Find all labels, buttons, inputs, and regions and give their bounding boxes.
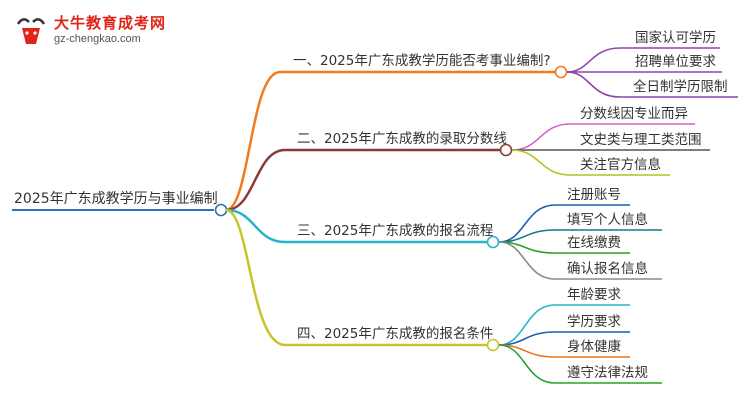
- leaf-3-2-label: 填写个人信息: [567, 211, 648, 228]
- leaf-1-2[interactable]: 招聘单位要求: [620, 54, 722, 73]
- leaf-2-3[interactable]: 关注官方信息: [570, 156, 670, 176]
- bull-logo-icon: [16, 18, 46, 44]
- branch-2-connector: [225, 148, 286, 212]
- root-node[interactable]: 2025年广东成教学历与事业编制: [12, 191, 228, 217]
- root-label: 2025年广东成教学历与事业编制: [14, 191, 218, 207]
- leaf-1-3-connector: [566, 71, 621, 98]
- branch-1-toggle[interactable]: [554, 65, 568, 79]
- site-logo[interactable]: 大牛教育成考网 gz-chengkao.com: [8, 10, 178, 54]
- leaf-4-2-label: 学历要求: [567, 314, 621, 330]
- leaf-2-3-connector: [511, 149, 571, 176]
- logo-title: 大牛教育成考网: [54, 14, 167, 32]
- leaf-3-2[interactable]: 填写个人信息: [555, 211, 662, 231]
- leaf-2-3-label: 关注官方信息: [580, 156, 661, 173]
- branch-4-label: 四、2025年广东成教的报名条件: [297, 325, 493, 342]
- leaf-3-1-label: 注册账号: [567, 187, 621, 203]
- leaf-3-1-connector: [498, 204, 556, 243]
- branch-2-label: 二、2025年广东成教的录取分数线: [297, 131, 507, 147]
- leaf-3-1[interactable]: 注册账号: [555, 187, 630, 206]
- leaf-3-4-label: 确认报名信息: [567, 260, 648, 277]
- leaf-2-1-label: 分数线因专业而异: [580, 106, 688, 122]
- leaf-4-3[interactable]: 身体健康: [555, 338, 630, 358]
- branch-1-label: 一、2025年广东成教学历能否考事业编制?: [293, 53, 551, 69]
- logo-url: gz-chengkao.com: [54, 33, 141, 45]
- branch-4[interactable]: 四、2025年广东成教的报名条件: [285, 325, 500, 352]
- leaf-4-1-connector: [498, 304, 556, 346]
- leaf-1-1-connector: [566, 47, 621, 73]
- branch-3-label: 三、2025年广东成教的报名流程: [297, 223, 493, 239]
- leaf-4-4-connector: [498, 344, 556, 384]
- leaf-1-3-label: 全日制学历限制: [633, 78, 728, 95]
- leaf-4-4-label: 遵守法律法规: [567, 364, 648, 381]
- branch-3-connector: [225, 208, 286, 244]
- branch-3-toggle[interactable]: [486, 235, 500, 249]
- root-toggle[interactable]: [214, 203, 228, 217]
- branch-2[interactable]: 二、2025年广东成教的录取分数线: [285, 131, 513, 157]
- leaf-1-2-label: 招聘单位要求: [635, 54, 716, 70]
- leaf-4-1-label: 年龄要求: [567, 287, 621, 303]
- leaf-2-2-label: 文史类与理工类范围: [580, 132, 702, 148]
- leaf-2-2[interactable]: 文史类与理工类范围: [570, 132, 710, 151]
- leaf-4-4[interactable]: 遵守法律法规: [555, 364, 662, 384]
- branch-4-toggle[interactable]: [486, 338, 500, 352]
- leaf-3-4-connector: [498, 241, 556, 280]
- leaf-2-1[interactable]: 分数线因专业而异: [570, 106, 695, 125]
- leaf-4-1[interactable]: 年龄要求: [555, 287, 630, 306]
- leaf-1-3[interactable]: 全日制学历限制: [620, 78, 738, 98]
- branch-2-toggle[interactable]: [499, 143, 513, 157]
- branch-4-connector: [225, 208, 286, 347]
- leaf-1-1-label: 国家认可学历: [635, 29, 716, 46]
- leaf-3-3[interactable]: 在线缴费: [555, 235, 630, 254]
- leaf-3-4[interactable]: 确认报名信息: [555, 260, 662, 280]
- leaf-4-3-label: 身体健康: [567, 338, 621, 355]
- branch-1-connector: [225, 70, 281, 212]
- leaf-4-2[interactable]: 学历要求: [555, 314, 630, 333]
- branch-1[interactable]: 一、2025年广东成教学历能否考事业编制?: [280, 53, 568, 79]
- leaf-3-3-label: 在线缴费: [567, 235, 621, 251]
- leaf-2-1-connector: [511, 123, 571, 151]
- branch-3[interactable]: 三、2025年广东成教的报名流程: [285, 223, 500, 249]
- leaf-1-1[interactable]: 国家认可学历: [620, 29, 720, 49]
